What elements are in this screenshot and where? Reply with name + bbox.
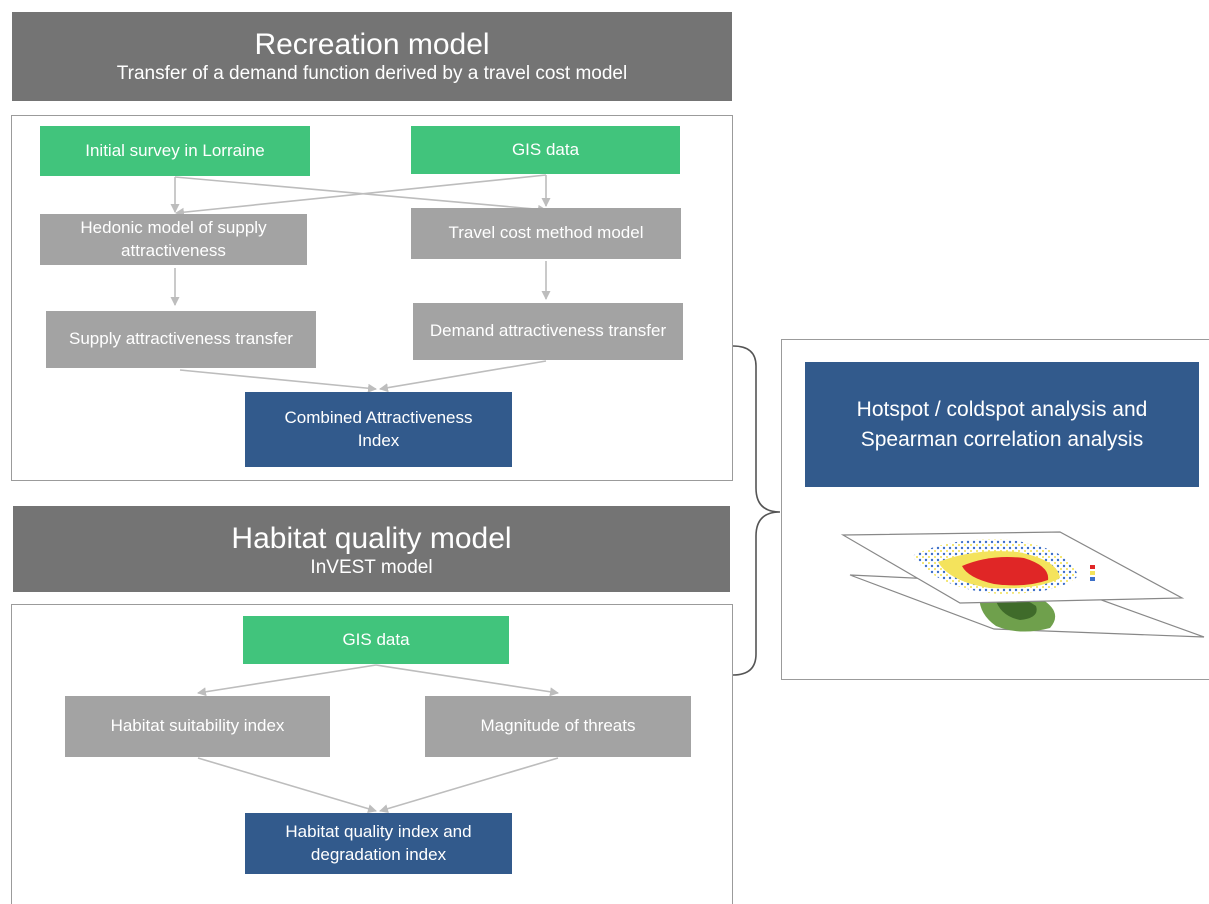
- magnitude-threats-box: Magnitude of threats: [425, 696, 691, 757]
- habitat-suitability-box: Habitat suitability index: [65, 696, 330, 757]
- hedonic-model-box: Hedonic model of supply attractiveness: [40, 214, 307, 265]
- gis-data-box: GIS data: [411, 126, 680, 174]
- arrow-icon: [170, 174, 559, 814]
- habitat-quality-index-box: Habitat quality index and degradation in…: [245, 813, 512, 874]
- habitat-title: Habitat quality model: [231, 522, 512, 555]
- recreation-title: Recreation model: [254, 28, 490, 61]
- habitat-gis-data-box: GIS data: [243, 616, 509, 664]
- demand-transfer-box: Demand attractiveness transfer: [413, 303, 683, 360]
- travel-cost-model-box: Travel cost method model: [411, 208, 681, 259]
- habitat-subtitle: InVEST model: [310, 557, 433, 578]
- combined-attractiveness-index-box: Combined Attractiveness Index: [245, 392, 512, 467]
- map-layers-icon: [840, 531, 1205, 638]
- recreation-header: Recreation model Transfer of a demand fu…: [12, 12, 732, 101]
- habitat-header: Habitat quality model InVEST model: [13, 506, 730, 592]
- hotspot-analysis-box: Hotspot / coldspot analysis and Spearman…: [805, 362, 1199, 487]
- supply-transfer-box: Supply attractiveness transfer: [46, 311, 316, 368]
- initial-survey-box: Initial survey in Lorraine: [40, 126, 310, 176]
- curly-brace-icon: [732, 345, 781, 676]
- recreation-subtitle: Transfer of a demand function derived by…: [116, 63, 628, 84]
